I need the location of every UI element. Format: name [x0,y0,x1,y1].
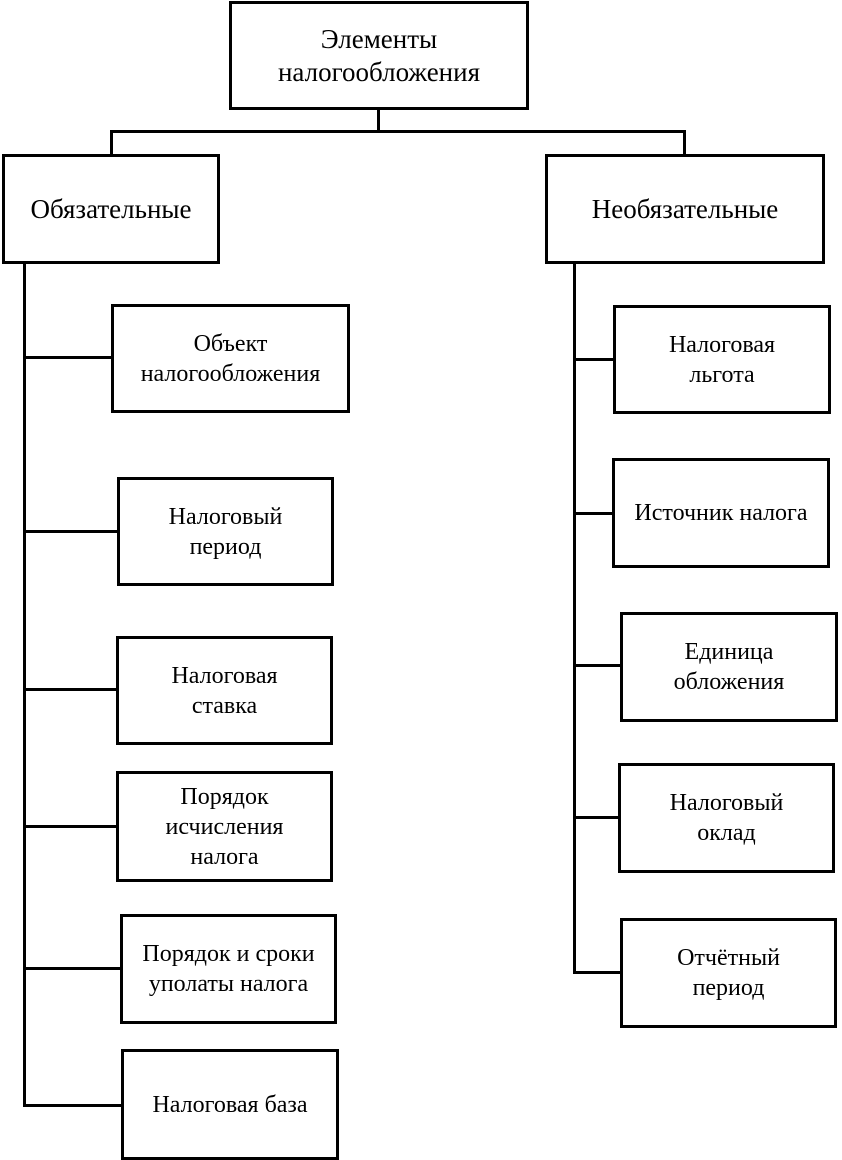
optional-item-tax-source: Источник налога [612,458,830,568]
mandatory-item-tax-base: Налоговая база [121,1049,339,1160]
optional-branch-4 [573,816,620,819]
optional-item-tax-salary: Налоговый оклад [618,763,835,873]
optional-spine [573,262,576,974]
mandatory-spine [23,262,26,1107]
mandatory-group-node: Обязательные [2,154,220,264]
mandatory-item-payment-procedure: Порядок и сроки уполаты налога [120,914,337,1024]
mandatory-branch-2 [23,530,119,533]
optional-branch-1 [573,358,615,361]
mandatory-branch-3 [23,688,118,691]
optional-branch-5 [573,971,622,974]
optional-item-unit: Единица обложения [620,612,838,722]
optional-group-node: Необязательные [545,154,825,264]
mandatory-branch-5 [23,967,122,970]
mandatory-item-calculation-procedure: Порядок исчисления налога [116,771,333,882]
optional-branch-3 [573,664,622,667]
root-connector-vertical [377,108,380,132]
root-node: Элементы налогообложения [229,1,529,110]
optional-branch-2 [573,512,614,515]
root-connector-horizontal [110,130,686,133]
mandatory-branch-6 [23,1104,123,1107]
mandatory-branch-1 [23,356,113,359]
mandatory-branch-4 [23,825,118,828]
connector-to-mandatory [110,130,113,156]
mandatory-item-object: Объект налогообложения [111,304,350,413]
mandatory-item-tax-rate: Налоговая ставка [116,636,333,745]
optional-item-tax-benefit: Налоговая льгота [613,305,831,414]
optional-item-reporting-period: Отчётный период [620,918,837,1028]
connector-to-optional [683,130,686,156]
mandatory-item-tax-period: Налоговый период [117,477,334,586]
